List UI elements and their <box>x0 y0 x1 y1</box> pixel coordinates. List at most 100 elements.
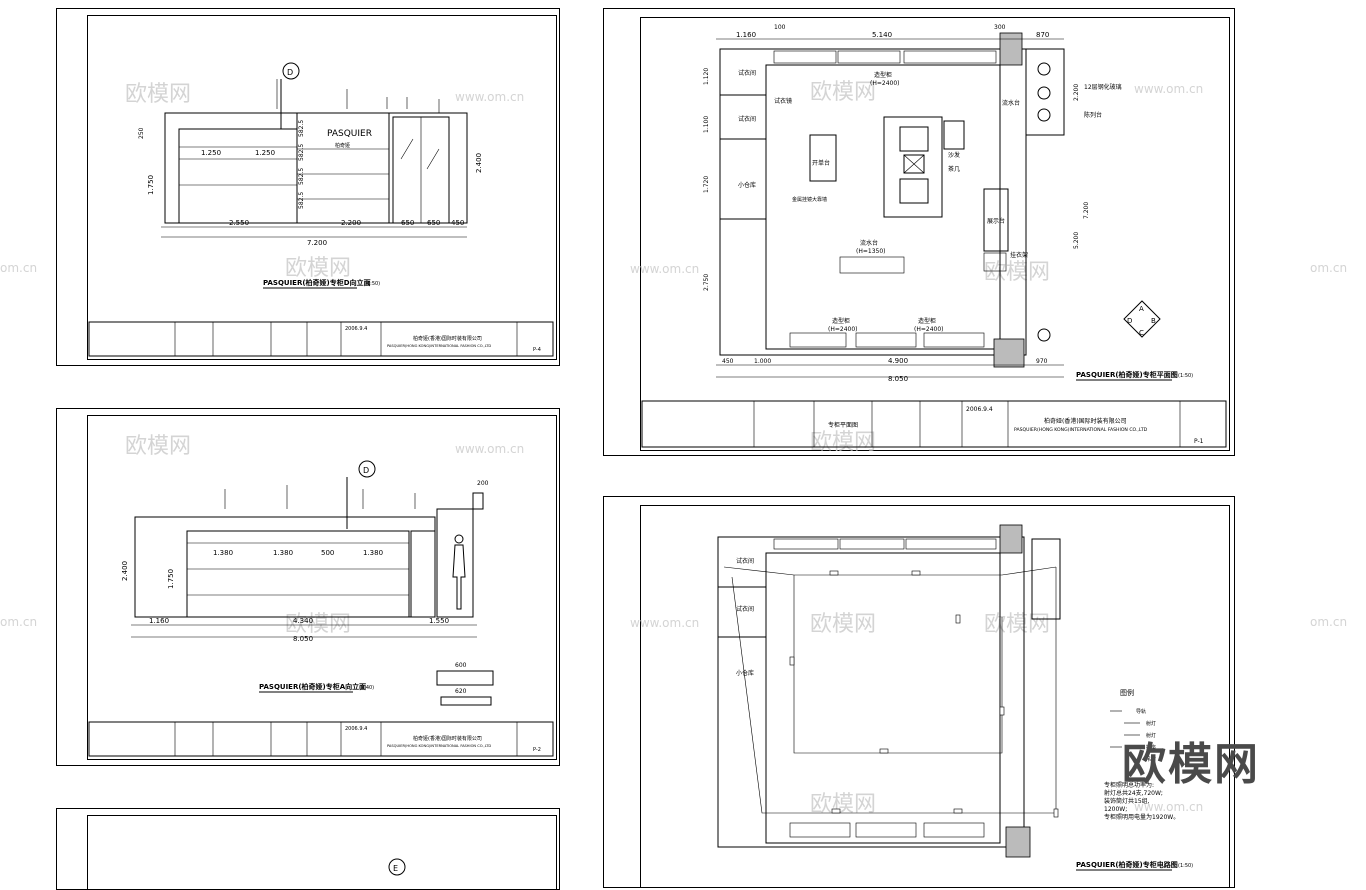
svg-text:2.400: 2.400 <box>475 153 483 173</box>
watermark: om.cn <box>1310 261 1347 275</box>
svg-text:4.340: 4.340 <box>293 617 313 625</box>
drawing-title: PASQUIER(柏奇娅)专柜平面图 <box>1076 370 1178 379</box>
svg-text:2006.9.4: 2006.9.4 <box>966 406 993 413</box>
watermark: om.cn <box>1310 615 1347 629</box>
svg-text:导轨: 导轨 <box>1136 708 1146 715</box>
svg-text:970: 970 <box>1036 358 1048 365</box>
watermark: www.om.cn <box>630 616 699 630</box>
elevation-d-drawing: 欧模网 www.om.cn 欧模网 PASQUIER 柏奇娅 D 1.250 1… <box>88 62 554 357</box>
svg-text:2.200: 2.200 <box>1073 84 1080 101</box>
svg-text:专柜平面图: 专柜平面图 <box>828 421 858 429</box>
svg-text:2.200: 2.200 <box>341 219 361 227</box>
svg-text:柏奇娅(香港)国际时装有限公司: 柏奇娅(香港)国际时装有限公司 <box>1044 417 1127 425</box>
svg-text:4.900: 4.900 <box>888 357 908 365</box>
svg-text:200: 200 <box>477 480 489 487</box>
svg-text:1.380: 1.380 <box>273 549 293 557</box>
svg-text:1.380: 1.380 <box>363 549 383 557</box>
svg-text:650: 650 <box>427 219 440 227</box>
drawing-sheet-d-elevation: 欧模网 www.om.cn 欧模网 PASQUIER 柏奇娅 D 1.250 1… <box>56 8 560 366</box>
watermark: 欧模网 <box>125 434 191 459</box>
svg-text:5.140: 5.140 <box>872 31 892 39</box>
drawing-title: PASQUIER(柏奇娅)专柜电路图 <box>1076 860 1178 869</box>
sheet-border <box>87 815 557 889</box>
svg-text:450: 450 <box>451 219 464 227</box>
svg-text:D: D <box>363 466 369 475</box>
svg-text:1.750: 1.750 <box>167 569 175 589</box>
drawing-title: PASQUIER(柏奇娅)专柜D向立面 <box>263 278 371 287</box>
watermark: 欧模网 <box>125 82 191 107</box>
corner-watermark: 欧模网 <box>1122 739 1260 790</box>
svg-text:流水台: 流水台 <box>860 239 878 247</box>
svg-text:C: C <box>1139 329 1144 337</box>
watermark: www.om.cn <box>455 442 524 456</box>
svg-text:1.100: 1.100 <box>703 116 710 133</box>
svg-text:(1:50): (1:50) <box>1178 863 1193 869</box>
svg-text:870: 870 <box>1036 31 1049 39</box>
drawing-sheet-e-elevation: E <box>56 808 560 890</box>
watermark: om.cn <box>0 261 37 275</box>
svg-text:陈列台: 陈列台 <box>1084 111 1102 119</box>
svg-text:2006.9.4: 2006.9.4 <box>345 326 367 332</box>
svg-text:1.380: 1.380 <box>213 549 233 557</box>
svg-text:2.400: 2.400 <box>121 561 129 581</box>
svg-text:射灯: 射灯 <box>1146 732 1156 739</box>
svg-text:600: 600 <box>455 662 467 669</box>
svg-text:650: 650 <box>401 219 414 227</box>
svg-text:PASQUIER(HONG KONG)INTERNATION: PASQUIER(HONG KONG)INTERNATIONAL FASHION… <box>1014 427 1148 433</box>
svg-text:流水台: 流水台 <box>1002 99 1020 107</box>
svg-text:1.720: 1.720 <box>703 176 710 193</box>
svg-text:P-1: P-1 <box>1194 438 1204 445</box>
svg-text:造型柜: 造型柜 <box>918 317 936 325</box>
svg-text:(H=2400): (H=2400) <box>828 326 858 333</box>
svg-text:装饰筒灯共15组,: 装饰筒灯共15组, <box>1104 797 1150 805</box>
sheet-border <box>87 15 557 360</box>
watermark: www.om.cn <box>455 90 524 104</box>
svg-text:插座: 插座 <box>1146 744 1156 751</box>
watermark: om.cn <box>0 615 37 629</box>
svg-text:2.550: 2.550 <box>229 219 249 227</box>
svg-text:8.050: 8.050 <box>293 635 313 643</box>
svg-text:金属挂镜大靠墙: 金属挂镜大靠墙 <box>792 196 827 203</box>
sheet-border <box>640 17 1230 451</box>
svg-text:造型柜: 造型柜 <box>874 71 892 79</box>
svg-text:E: E <box>393 864 398 873</box>
svg-text:射灯: 射灯 <box>1146 720 1156 727</box>
watermark: 欧模网 <box>984 260 1050 285</box>
drawing-sheet-floor-plan: 欧模网 www.om.cn 欧模网 www.om.cn 欧模网 试衣间 试衣间 … <box>603 8 1235 456</box>
svg-text:射灯总共24支,720W;: 射灯总共24支,720W; <box>1104 789 1163 797</box>
svg-text:小仓库: 小仓库 <box>736 669 754 677</box>
svg-text:吊灯: 吊灯 <box>1146 756 1156 763</box>
watermark: 欧模网 <box>984 612 1050 637</box>
svg-text:1.160: 1.160 <box>736 31 756 39</box>
svg-text:PASQUIER(HONG KONG)INTERNATION: PASQUIER(HONG KONG)INTERNATIONAL FASHION… <box>387 344 491 348</box>
svg-text:(1:50): (1:50) <box>365 281 380 287</box>
watermark: www.om.cn <box>1134 800 1203 814</box>
watermark: 欧模网 <box>810 80 876 105</box>
svg-text:1.120: 1.120 <box>703 68 710 85</box>
svg-text:D: D <box>1127 317 1132 325</box>
watermark: 欧模网 <box>810 612 876 637</box>
svg-text:PASQUIER(HONG KONG)INTERNATION: PASQUIER(HONG KONG)INTERNATIONAL FASHION… <box>387 744 491 748</box>
svg-text:(1:40): (1:40) <box>359 685 374 691</box>
svg-text:582.5: 582.5 <box>298 192 305 209</box>
elevation-a-drawing: 欧模网 www.om.cn 欧模网 欧模网 D 1.380 1.380 500 … <box>88 434 554 757</box>
svg-text:开单台: 开单台 <box>812 159 830 167</box>
svg-text:250: 250 <box>138 127 145 139</box>
svg-text:试衣间: 试衣间 <box>736 605 754 613</box>
svg-text:专柜照明总功率为:: 专柜照明总功率为: <box>1104 781 1154 789</box>
svg-text:300: 300 <box>994 24 1006 31</box>
svg-text:造型柜: 造型柜 <box>832 317 850 325</box>
legend-title: 图例 <box>1120 688 1134 697</box>
svg-text:沙发: 沙发 <box>948 151 960 159</box>
svg-text:2.750: 2.750 <box>703 274 710 291</box>
drawing-sheet-a-elevation: 欧模网 www.om.cn 欧模网 欧模网 D 1.380 1.380 500 … <box>56 408 560 766</box>
svg-text:试衣间: 试衣间 <box>736 557 754 565</box>
svg-text:1.160: 1.160 <box>149 617 169 625</box>
svg-text:挂衣架: 挂衣架 <box>1010 251 1028 259</box>
drawing-title: PASQUIER(柏奇娅)专柜A向立面 <box>259 682 366 691</box>
svg-text:(H=2400): (H=2400) <box>870 80 900 87</box>
svg-text:(H=2400): (H=2400) <box>914 326 944 333</box>
svg-text:450: 450 <box>722 358 734 365</box>
brand-sign-cn: 柏奇娅 <box>335 142 350 149</box>
svg-text:P-2: P-2 <box>533 747 541 753</box>
